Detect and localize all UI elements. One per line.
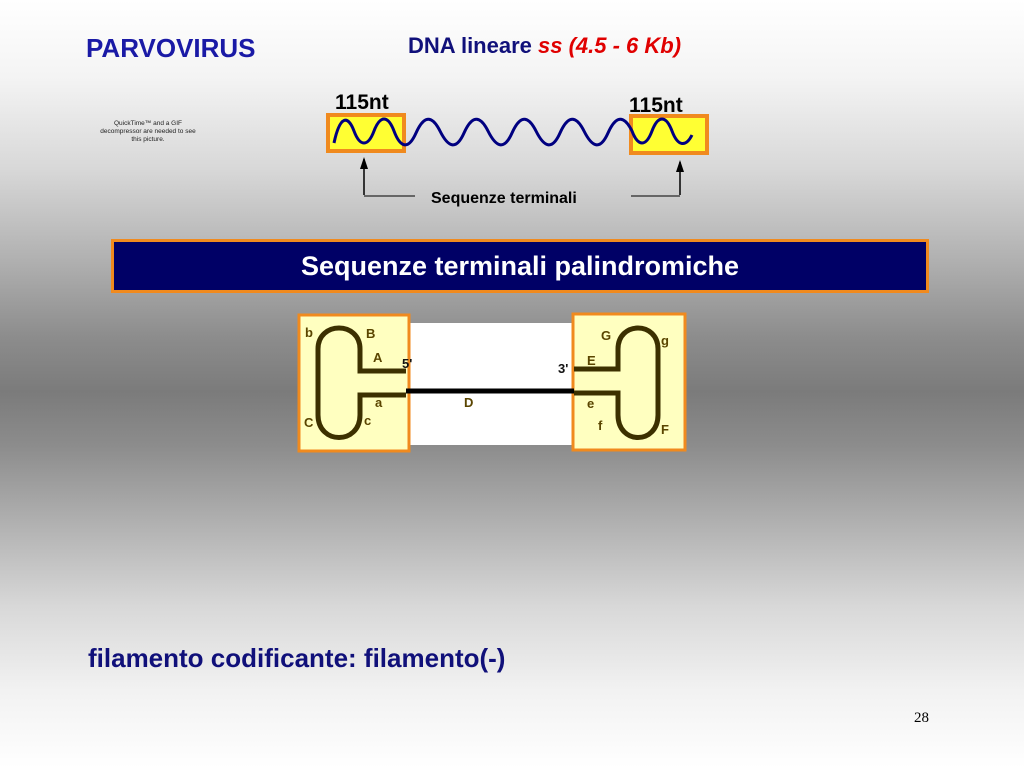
right-arrowhead [676, 160, 684, 172]
right-hairpin-panel [571, 312, 687, 452]
ssdna-strand [332, 117, 694, 147]
right-hairpin-loop [574, 325, 661, 440]
letter-G: G [601, 328, 611, 343]
left-nt-label: 115nt [335, 91, 389, 114]
letter-F: F [661, 422, 669, 437]
quicktime-placeholder-note: QuickTime™ and a GIF decompressor are ne… [100, 120, 196, 143]
palindromic-banner: Sequenze terminali palindromiche [111, 239, 929, 293]
slide-title: PARVOVIRUS [86, 33, 256, 63]
right-nt-label: 115nt [629, 94, 683, 117]
letter-C: C [304, 415, 314, 430]
hairpin-diagram: b B A a C c G g E e f F 5' 3' D [297, 312, 687, 453]
coding-strand-note: filamento codificante: filamento(-) [88, 643, 506, 673]
dna-heading: DNA lineare ss (4.5 - 6 Kb) [408, 33, 681, 59]
letter-A: A [373, 350, 383, 365]
letter-a: a [375, 395, 383, 410]
terminal-sequences-label: Sequenze terminali [431, 190, 577, 207]
letter-b: b [305, 325, 313, 340]
three-prime-end: 3' [558, 361, 568, 376]
linear-dna-diagram: 115nt 115nt Sequenze terminali [326, 91, 709, 207]
right-terminal-box [629, 114, 709, 155]
center-panel [401, 323, 586, 445]
dna-heading-prefix: DNA lineare [408, 33, 539, 58]
letter-e: e [587, 396, 594, 411]
letter-g: g [661, 333, 669, 348]
segment-D: D [464, 395, 473, 410]
five-prime-end: 5' [402, 356, 412, 371]
left-terminal-box [326, 113, 406, 153]
letter-c: c [364, 413, 371, 428]
letter-f: f [598, 418, 603, 433]
left-arrowhead [360, 157, 368, 169]
page-number: 28 [914, 710, 929, 726]
letter-B: B [366, 326, 375, 341]
left-hairpin-loop [315, 325, 406, 440]
dna-heading-size: ss (4.5 - 6 Kb) [538, 33, 682, 58]
letter-E: E [587, 353, 596, 368]
